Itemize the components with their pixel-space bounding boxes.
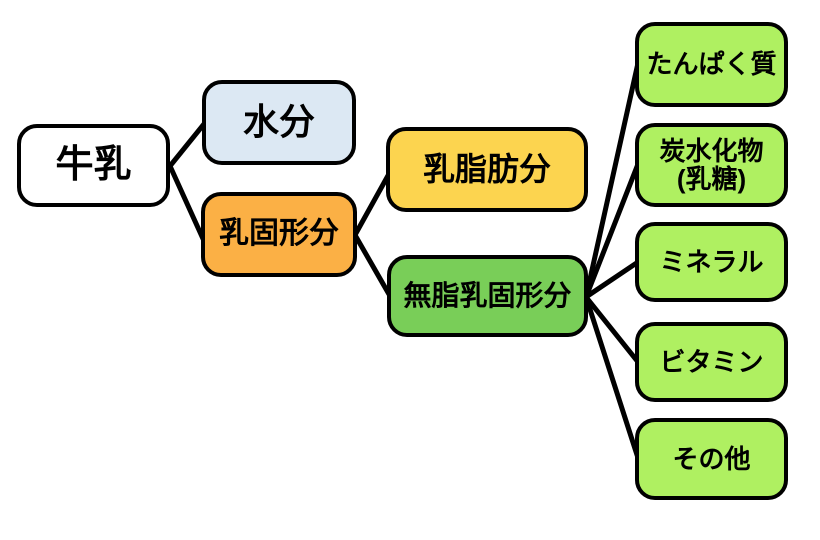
edge-milk-solids-milk-fat <box>352 169 393 238</box>
node-nonfat-milk-solids: 無脂乳固形分 <box>387 255 588 337</box>
node-mineral: ミネラル <box>635 222 788 302</box>
node-nonfat-milk-solids-label: 無脂乳固形分 <box>403 279 572 311</box>
node-water: 水分 <box>202 80 356 165</box>
edge-nonfat-solids-mineral <box>583 259 641 300</box>
node-vitamin: ビタミン <box>635 322 788 402</box>
node-mineral-label: ミネラル <box>659 246 764 277</box>
node-milk: 牛乳 <box>17 124 170 207</box>
node-vitamin-label: ビタミン <box>659 346 764 377</box>
edge-nonfat-solids-other <box>583 294 641 461</box>
edge-nonfat-solids-protein <box>583 60 641 300</box>
node-milk-label: 牛乳 <box>55 143 132 186</box>
node-other-label: その他 <box>672 443 751 474</box>
node-milk-fat-label: 乳脂肪分 <box>422 151 551 188</box>
node-protein: たんぱく質 <box>635 22 788 107</box>
node-milk-solids: 乳固形分 <box>201 192 357 277</box>
node-protein-label: たんぱく質 <box>646 49 777 80</box>
node-carbohydrate: 炭水化物 (乳糖) <box>635 123 788 207</box>
edge-nonfat-solids-vitamin <box>583 294 641 365</box>
node-milk-solids-label: 乳固形分 <box>219 217 339 251</box>
node-water-label: 水分 <box>242 101 315 143</box>
edge-milk-water <box>167 121 207 169</box>
edge-milk-solids-nonfat-solids <box>352 232 393 299</box>
node-carbohydrate-label: 炭水化物 (乳糖) <box>659 135 764 194</box>
edge-milk-milk-solids <box>167 163 207 244</box>
node-other: その他 <box>635 418 788 500</box>
edge-nonfat-solids-carbohydrate <box>583 161 641 300</box>
node-milk-fat: 乳脂肪分 <box>386 127 588 212</box>
